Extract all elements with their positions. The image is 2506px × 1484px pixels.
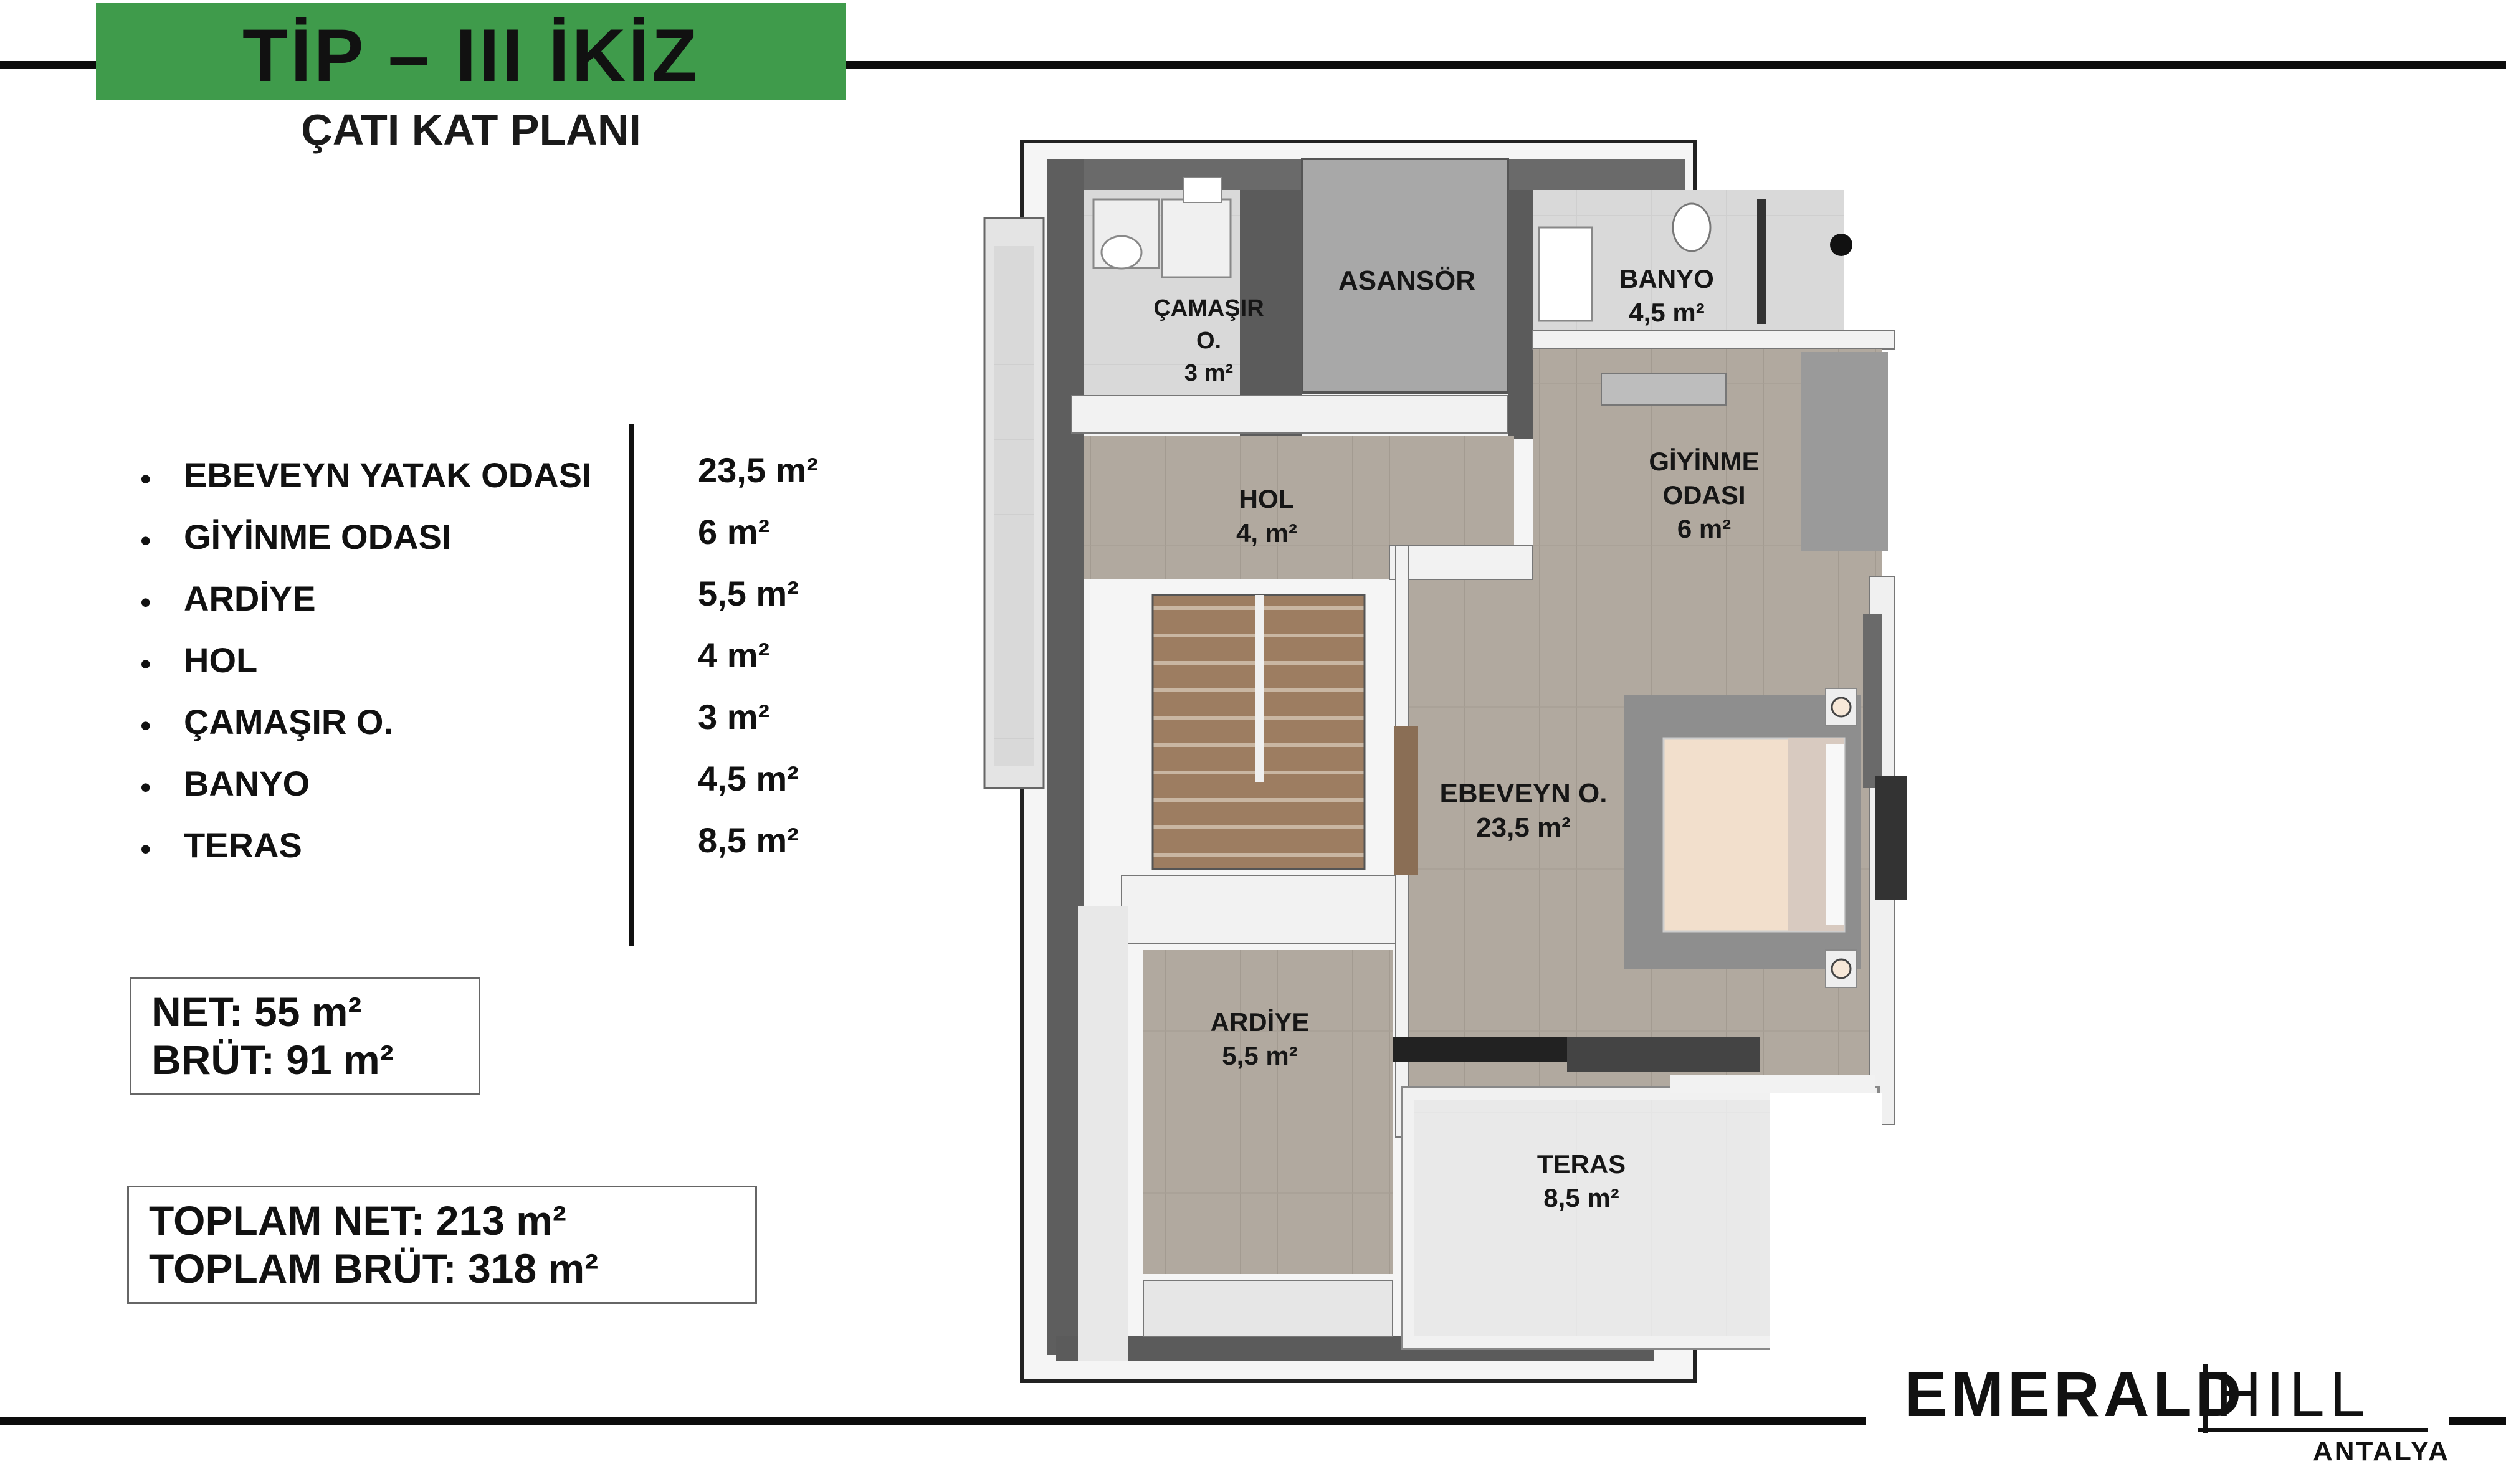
list-item: • TERAS 8,5 m² — [140, 820, 857, 887]
room-name: HOL — [184, 640, 258, 680]
bullet-icon: • — [140, 770, 151, 805]
room-name: BANYO — [184, 764, 310, 803]
floor-plan: ASANSÖR ÇAMAŞIR O. 3 m² BANYO 4,5 m² HOL… — [983, 140, 1907, 1383]
room-name: TERAS — [184, 825, 302, 865]
bullet-icon: • — [140, 832, 151, 867]
room-area: 4,5 m² — [698, 759, 799, 798]
list-item: • EBEVEYN YATAK ODASI 23,5 m² — [140, 450, 857, 516]
bullet-icon: • — [140, 708, 151, 743]
page-title: TİP – III İKİZ — [242, 14, 700, 97]
list-item: • BANYO 4,5 m² — [140, 759, 857, 825]
bullet-icon: • — [140, 462, 151, 497]
list-divider — [629, 424, 634, 946]
top-rule-right — [846, 61, 2506, 69]
room-area: 6 m² — [698, 512, 770, 551]
label-laundry-3: 3 m² — [1184, 360, 1233, 386]
label-hall-2: 4, m² — [1236, 518, 1297, 548]
label-bathroom-2: 4,5 m² — [1629, 298, 1704, 327]
brand-underline — [2198, 1428, 2428, 1432]
bottom-rule-left — [0, 1417, 1866, 1425]
label-master-2: 23,5 m² — [1476, 812, 1571, 843]
label-dressing-2: ODASI — [1662, 480, 1745, 510]
label-master-1: EBEVEYN O. — [1440, 778, 1608, 809]
room-name: ARDİYE — [184, 579, 316, 618]
total-area-summary: TOPLAM NET: 213 m² TOPLAM BRÜT: 318 m² — [127, 1186, 757, 1304]
title-banner — [96, 3, 846, 100]
storage-room — [1143, 950, 1393, 1274]
room-area: 8,5 m² — [698, 820, 799, 860]
label-hall-1: HOL — [1239, 484, 1295, 513]
room-area: 3 m² — [698, 697, 770, 736]
page-subtitle: ÇATI KAT PLANI — [301, 105, 641, 154]
label-dressing-1: GİYİNME — [1649, 447, 1759, 476]
list-item: • HOL 4 m² — [140, 635, 857, 702]
label-laundry-2: O. — [1196, 328, 1221, 354]
floor-area-summary: NET: 55 m² BRÜT: 91 m² — [130, 977, 480, 1095]
brand-name: EMERALD — [1905, 1359, 2246, 1430]
brand-separator — [2203, 1364, 2208, 1433]
elevator — [1301, 158, 1509, 394]
list-item: • GİYİNME ODASI 6 m² — [140, 512, 857, 578]
bullet-icon: • — [140, 585, 151, 620]
label-terrace-1: TERAS — [1537, 1149, 1626, 1179]
total-gross-area: TOPLAM BRÜT: 318 m² — [149, 1245, 599, 1291]
net-area: NET: 55 m² — [151, 989, 362, 1035]
label-bathroom-1: BANYO — [1619, 264, 1714, 293]
label-dressing-3: 6 m² — [1677, 514, 1731, 543]
label-laundry-1: ÇAMAŞIR — [1153, 295, 1264, 321]
label-terrace-2: 8,5 m² — [1543, 1183, 1619, 1212]
gross-area: BRÜT: 91 m² — [151, 1037, 394, 1083]
room-name: EBEVEYN YATAK ODASI — [184, 455, 592, 495]
bottom-rule-right — [2449, 1417, 2506, 1425]
top-rule-left — [0, 61, 96, 69]
brand-city: ANTALYA — [2313, 1436, 2450, 1467]
brand-name-hill: HILL — [2216, 1359, 2370, 1430]
label-elevator: ASANSÖR — [1338, 265, 1475, 296]
total-net-area: TOPLAM NET: 213 m² — [149, 1197, 566, 1244]
bullet-icon: • — [140, 523, 151, 558]
room-area: 23,5 m² — [698, 450, 818, 490]
bullet-icon: • — [140, 647, 151, 682]
label-storage-1: ARDİYE — [1211, 1007, 1310, 1037]
room-name: GİYİNME ODASI — [184, 517, 452, 556]
list-item: • ÇAMAŞIR O. 3 m² — [140, 697, 857, 763]
list-item: • ARDİYE 5,5 m² — [140, 574, 857, 640]
label-storage-2: 5,5 m² — [1222, 1041, 1297, 1070]
room-name: ÇAMAŞIR O. — [184, 702, 393, 741]
room-area: 5,5 m² — [698, 574, 799, 613]
room-area: 4 m² — [698, 635, 770, 675]
